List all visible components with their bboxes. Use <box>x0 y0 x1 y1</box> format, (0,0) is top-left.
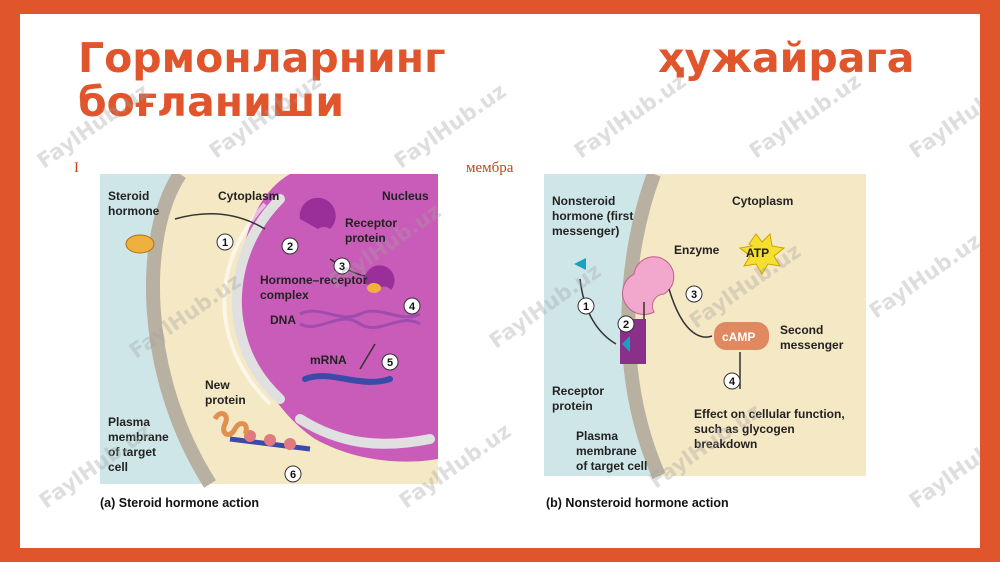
svg-text:2: 2 <box>287 241 293 253</box>
plasma-membrane <box>145 174 216 488</box>
label-hormone-receptor-complex: Hormone–receptor <box>260 273 368 287</box>
ribosome <box>284 438 296 450</box>
caption-nonsteroid: (b) Nonsteroid hormone action <box>546 496 729 510</box>
watermark: FaylHub.uz <box>569 68 691 164</box>
label-new-protein: protein <box>205 393 246 407</box>
label-cytoplasm: Cytoplasm <box>218 189 279 203</box>
steroid-hormone-diagram: 1 2 3 4 5 6 Steroid hormone Cytoplasm Nu… <box>100 174 438 510</box>
note-left: I <box>74 160 79 176</box>
label-plasma-membrane: Plasma <box>576 429 618 443</box>
label-plasma-membrane: Plasma <box>108 415 150 429</box>
arrow-5 <box>359 343 376 370</box>
label-second-messenger: messenger <box>780 338 844 352</box>
new-protein-chain <box>212 411 249 437</box>
label-plasma-membrane: of target cell <box>576 459 647 473</box>
envelope-highlight <box>222 202 272 406</box>
label-nucleus: Nucleus <box>382 189 429 203</box>
svg-text:1: 1 <box>222 237 228 249</box>
svg-text:4: 4 <box>729 376 736 388</box>
label-effect: such as glycogen <box>694 422 795 436</box>
label-effect: breakdown <box>694 437 757 451</box>
label-enzyme: Enzyme <box>674 243 720 257</box>
watermark: FaylHub.uz <box>744 68 866 164</box>
svg-text:4: 4 <box>409 301 416 313</box>
steroid-hormone-molecule <box>125 234 155 254</box>
label-receptor-protein: Receptor <box>345 216 397 230</box>
label-steroid-hormone: hormone <box>108 204 160 218</box>
svg-text:3: 3 <box>691 289 697 301</box>
watermark: FaylHub.uz <box>904 68 980 164</box>
label-camp: cAMP <box>722 330 755 344</box>
svg-text:6: 6 <box>290 469 296 481</box>
label-plasma-membrane: membrane <box>576 444 637 458</box>
nuclear-envelope-2 <box>295 414 435 449</box>
step-5-marker: 5 <box>381 353 399 371</box>
dna-strand-1 <box>299 309 421 319</box>
step-2-marker: 2 <box>281 237 299 255</box>
svg-text:1: 1 <box>583 301 589 313</box>
caption-steroid: (a) Steroid hormone action <box>100 496 259 510</box>
watermark: FaylHub.uz <box>904 418 980 514</box>
nonsteroid-hormone-molecule <box>574 258 586 270</box>
title-word-2: ҳужайрага <box>658 34 915 82</box>
label-steroid-hormone: Steroid <box>108 189 149 203</box>
svg-text:5: 5 <box>387 357 393 369</box>
nuclear-envelope-1 <box>231 194 285 404</box>
svg-text:3: 3 <box>339 261 345 273</box>
label-cytoplasm: Cytoplasm <box>732 194 793 208</box>
title-word-1: Гормонларнинг <box>78 34 446 82</box>
watermark: FaylHub.uz <box>864 228 980 324</box>
receptor-protein <box>299 197 336 229</box>
camp-badge <box>714 322 769 350</box>
label-dna: DNA <box>270 313 296 327</box>
label-nonsteroid-hormone: messenger) <box>552 224 619 238</box>
bound-hormone <box>622 336 630 352</box>
label-receptor-protein: Receptor <box>552 384 604 398</box>
label-effect: Effect on cellular function, <box>694 407 845 421</box>
step-2-marker: 2 <box>617 315 635 333</box>
svg-text:2: 2 <box>623 319 629 331</box>
label-receptor-protein: protein <box>552 399 593 413</box>
complex-hormone <box>367 283 381 293</box>
enzyme <box>622 256 675 315</box>
arrow-1 <box>174 213 266 230</box>
label-nonsteroid-hormone: hormone (first <box>552 209 633 223</box>
label-new-protein: New <box>205 378 230 392</box>
slide: Гормонларнинг ҳужайрага боғланиши I мемб… <box>20 14 980 548</box>
step-1-marker: 1 <box>577 297 595 315</box>
label-atp: ATP <box>746 246 769 260</box>
step-4-marker: 4 <box>403 297 421 315</box>
dna-strand-2 <box>299 317 421 329</box>
label-hormone-receptor-complex: complex <box>260 288 309 302</box>
step-6-marker: 6 <box>284 465 302 483</box>
arrow-3 <box>668 288 713 338</box>
title-word-3: боғланиши <box>78 78 345 126</box>
label-plasma-membrane: cell <box>108 460 128 474</box>
nonsteroid-hormone-diagram: 1 2 3 4 Nonsteroid hormone (first messen… <box>544 174 866 510</box>
step-4-marker: 4 <box>723 372 741 390</box>
note-right: мембра <box>466 160 514 176</box>
label-mrna: mRNA <box>310 353 347 367</box>
label-plasma-membrane: membrane <box>108 430 169 444</box>
label-second-messenger: Second <box>780 323 823 337</box>
step-3-marker: 3 <box>333 257 351 275</box>
step-1-marker: 1 <box>216 233 234 251</box>
label-plasma-membrane: of target <box>108 445 156 459</box>
mrna-strand <box>302 373 393 385</box>
label-receptor-protein: protein <box>345 231 386 245</box>
ribosome <box>264 434 276 446</box>
arrow-1 <box>579 278 617 345</box>
atp-burst <box>738 232 786 275</box>
arrow-3 <box>329 258 366 277</box>
label-nonsteroid-hormone: Nonsteroid <box>552 194 615 208</box>
step-3-marker: 3 <box>685 285 703 303</box>
